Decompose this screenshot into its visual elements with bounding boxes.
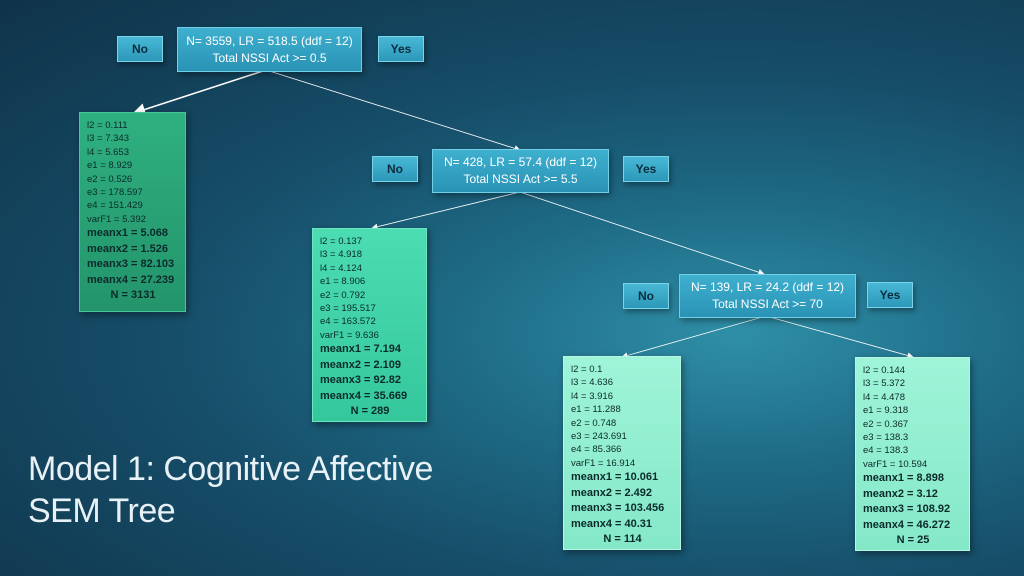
leaf-node-3: l2 = 0.1 l3 = 4.636 l4 = 3.916 e1 = 11.2… xyxy=(563,356,681,550)
edge-split3-leaf4 xyxy=(765,315,914,359)
leaf-mean: meanx2 = 2.109 xyxy=(320,358,402,371)
split-node-2-line1: N= 428, LR = 57.4 (ddf = 12) xyxy=(443,155,598,169)
leaf-mean: meanx1 = 8.898 xyxy=(863,472,945,485)
yes-label-root: Yes xyxy=(378,36,424,62)
leaf-param: e3 = 195.517 xyxy=(320,303,376,315)
leaf-param: varF1 = 5.392 xyxy=(87,213,146,225)
edge-root-split2 xyxy=(265,69,521,152)
leaf-param: e3 = 178.597 xyxy=(87,187,143,199)
leaf-param: e1 = 8.906 xyxy=(320,276,366,288)
leaf-node-2: l2 = 0.137 l3 = 4.918 l4 = 4.124 e1 = 8.… xyxy=(312,228,427,422)
split-node-root: N= 3559, LR = 518.5 (ddf = 12) Total NSS… xyxy=(177,27,362,72)
edge-root-leaf1 xyxy=(132,69,267,116)
leaf-param: e1 = 11.288 xyxy=(571,404,621,416)
slide-title-line1: Model 1: Cognitive Affective xyxy=(28,450,433,488)
split-node-2: N= 428, LR = 57.4 (ddf = 12) Total NSSI … xyxy=(432,149,609,193)
edge-split2-split3 xyxy=(519,191,765,276)
split-node-3-line1: N= 139, LR = 24.2 (ddf = 12) xyxy=(690,280,845,294)
leaf-count: N = 114 xyxy=(603,533,642,546)
leaf-mean: meanx4 = 46.272 xyxy=(863,518,951,531)
leaf-mean: meanx3 = 92.82 xyxy=(320,374,402,387)
leaf-mean: meanx3 = 103.456 xyxy=(571,502,665,515)
leaf-param: e3 = 243.691 xyxy=(571,431,627,443)
yes-label-split3: Yes xyxy=(867,282,913,308)
leaf-param: e2 = 0.792 xyxy=(320,289,366,301)
leaf-param: varF1 = 9.636 xyxy=(320,329,379,341)
split-node-root-line2: Total NSSI Act >= 0.5 xyxy=(212,50,327,65)
split-node-3: N= 139, LR = 24.2 (ddf = 12) Total NSSI … xyxy=(679,274,856,318)
leaf-mean: meanx1 = 5.068 xyxy=(87,227,169,240)
leaf-param: l3 = 7.343 xyxy=(87,133,129,145)
slide-title: Model 1: Cognitive Affective SEM Tree xyxy=(28,448,433,532)
leaf-param: e4 = 138.3 xyxy=(863,445,909,457)
leaf-mean: meanx3 = 108.92 xyxy=(863,503,951,516)
leaf-mean: meanx3 = 82.103 xyxy=(87,258,175,271)
leaf-param: l2 = 0.144 xyxy=(863,365,905,376)
leaf-mean: meanx2 = 2.492 xyxy=(571,486,653,499)
leaf-param: e1 = 9.318 xyxy=(863,405,909,417)
leaf-param: l4 = 3.916 xyxy=(571,390,613,402)
leaf-param: e1 = 8.929 xyxy=(87,160,133,172)
leaf-param: l4 = 4.478 xyxy=(863,391,905,403)
leaf-param: e3 = 138.3 xyxy=(863,432,909,444)
leaf-param: l2 = 0.1 xyxy=(571,364,603,375)
leaf-param: l2 = 0.137 xyxy=(320,236,362,247)
leaf-node-1: l2 = 0.111 l3 = 7.343 l4 = 5.653 e1 = 8.… xyxy=(79,112,186,312)
no-label-split2: No xyxy=(372,156,418,182)
slide-title-line2: SEM Tree xyxy=(28,492,176,530)
leaf-param: l2 = 0.111 xyxy=(87,120,128,131)
leaf-mean: meanx4 = 35.669 xyxy=(320,389,408,402)
leaf-node-4: l2 = 0.144 l3 = 5.372 l4 = 4.478 e1 = 9.… xyxy=(855,357,970,551)
no-label-root: No xyxy=(117,36,163,62)
leaf-param: e2 = 0.748 xyxy=(571,417,617,429)
leaf-param: e2 = 0.526 xyxy=(87,173,133,185)
leaf-param: e2 = 0.367 xyxy=(863,418,909,430)
leaf-param: l4 = 5.653 xyxy=(87,146,129,158)
leaf-param: l3 = 4.918 xyxy=(320,249,362,261)
leaf-param: l3 = 4.636 xyxy=(571,377,613,389)
split-node-root-line1: N= 3559, LR = 518.5 (ddf = 12) xyxy=(186,33,353,48)
leaf-mean: meanx2 = 1.526 xyxy=(87,242,169,255)
split-node-3-line2: Total NSSI Act >= 70 xyxy=(712,297,823,311)
leaf-count: N = 289 xyxy=(350,405,390,418)
edge-split2-leaf2 xyxy=(371,191,521,230)
leaf-param: varF1 = 16.914 xyxy=(571,457,636,469)
yes-label-split2: Yes xyxy=(623,156,669,182)
leaf-mean: meanx4 = 40.31 xyxy=(571,517,653,530)
edge-split3-leaf3 xyxy=(621,315,767,359)
leaf-mean: meanx1 = 7.194 xyxy=(320,343,402,356)
leaf-mean: meanx1 = 10.061 xyxy=(571,471,659,484)
leaf-param: e4 = 151.429 xyxy=(87,200,143,212)
leaf-count: N = 25 xyxy=(896,534,930,547)
leaf-param: e4 = 85.366 xyxy=(571,444,622,456)
no-label-split3: No xyxy=(623,283,669,309)
split-node-2-line2: Total NSSI Act >= 5.5 xyxy=(463,172,578,186)
leaf-param: e4 = 163.572 xyxy=(320,316,376,328)
leaf-param: varF1 = 10.594 xyxy=(863,458,928,470)
leaf-count: N = 3131 xyxy=(110,289,156,302)
leaf-mean: meanx4 = 27.239 xyxy=(87,273,175,286)
leaf-mean: meanx2 = 3.12 xyxy=(863,487,938,500)
leaf-param: l4 = 4.124 xyxy=(320,262,362,274)
leaf-param: l3 = 5.372 xyxy=(863,378,905,390)
